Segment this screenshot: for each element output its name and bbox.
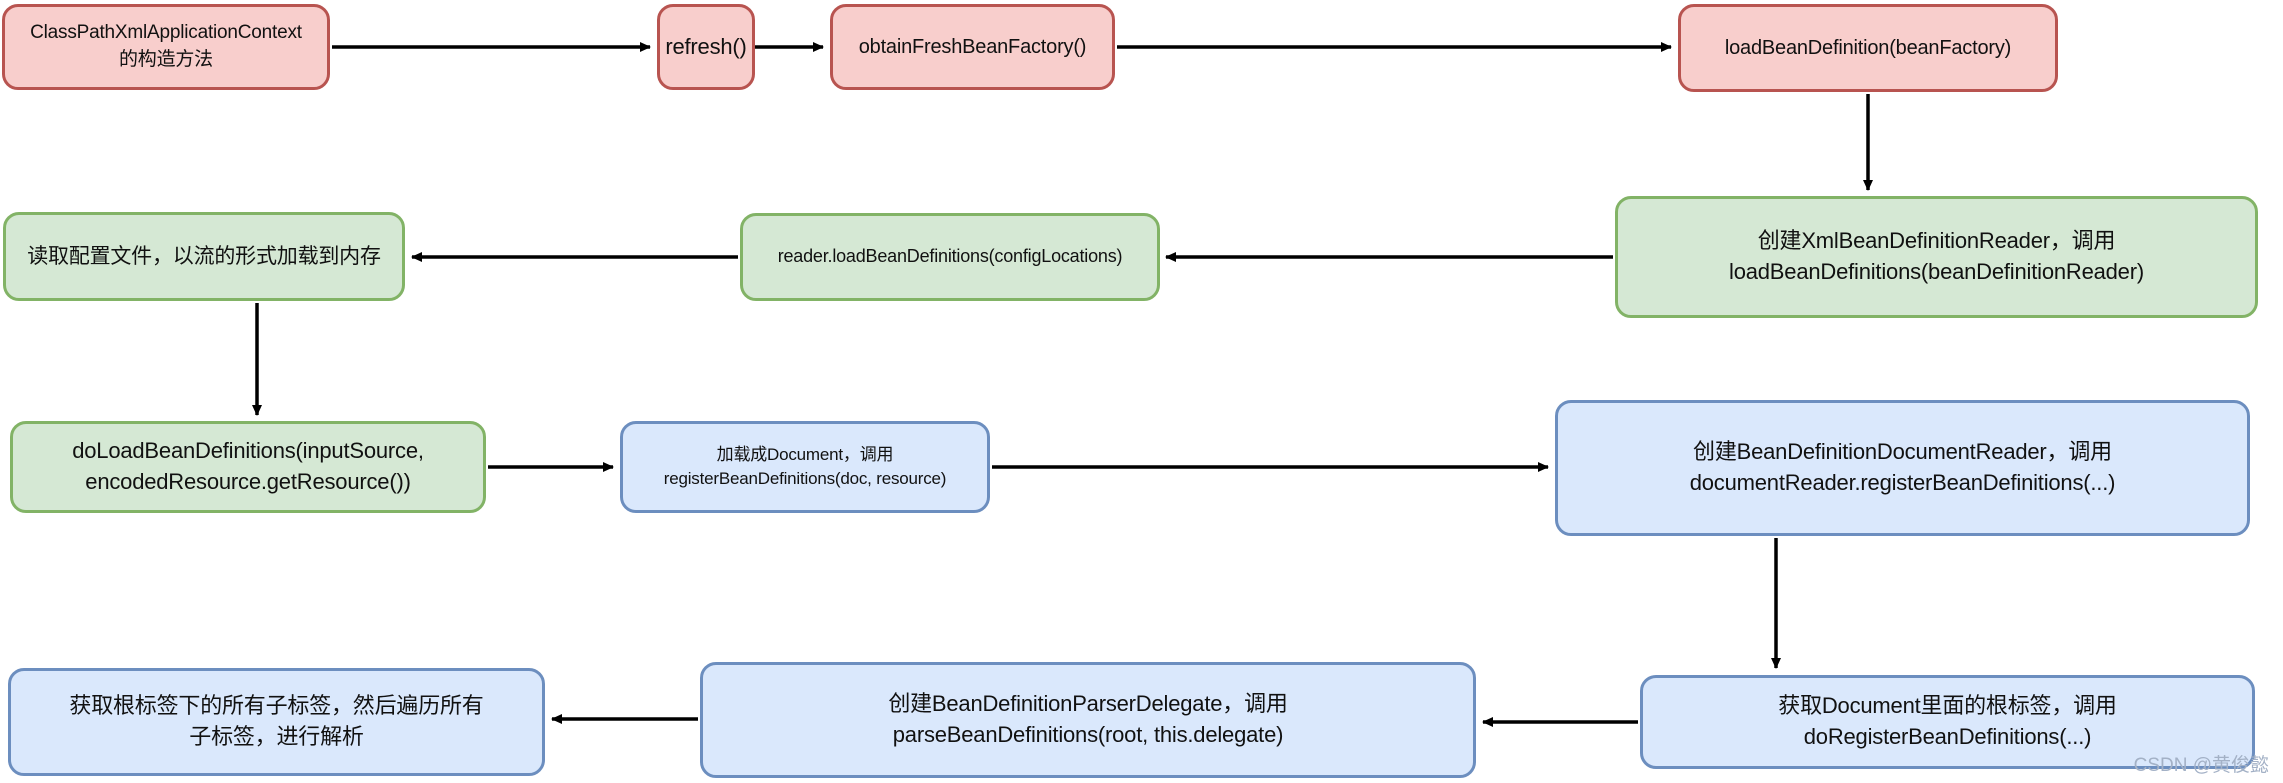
node-read-config-file: 读取配置文件，以流的形式加载到内存 xyxy=(3,212,405,301)
node-refresh: refresh() xyxy=(657,4,755,90)
node-do-load-bean-definitions: doLoadBeanDefinitions(inputSource, encod… xyxy=(10,421,486,513)
node-get-document-root-tag: 获取Document里面的根标签，调用 doRegisterBeanDefini… xyxy=(1640,675,2255,769)
node-create-bean-definition-parser-delegate: 创建BeanDefinitionParserDelegate，调用 parseB… xyxy=(700,662,1476,778)
node-get-child-tags: 获取根标签下的所有子标签，然后遍历所有 子标签，进行解析 xyxy=(8,668,545,776)
node-constructor: ClassPathXmlApplicationContext 的构造方法 xyxy=(2,4,330,90)
watermark: CSDN @黄俊懿 xyxy=(2133,755,2269,776)
node-obtain-fresh-bean-factory: obtainFreshBeanFactory() xyxy=(830,4,1115,90)
node-create-bean-definition-document-reader: 创建BeanDefinitionDocumentReader，调用 docume… xyxy=(1555,400,2250,536)
node-load-bean-definition: loadBeanDefinition(beanFactory) xyxy=(1678,4,2058,92)
node-reader-load-bean-definitions: reader.loadBeanDefinitions(configLocatio… xyxy=(740,213,1160,301)
node-load-document: 加载成Document，调用 registerBeanDefinitions(d… xyxy=(620,421,990,513)
node-create-xml-bean-definition-reader: 创建XmlBeanDefinitionReader，调用 loadBeanDef… xyxy=(1615,196,2258,318)
